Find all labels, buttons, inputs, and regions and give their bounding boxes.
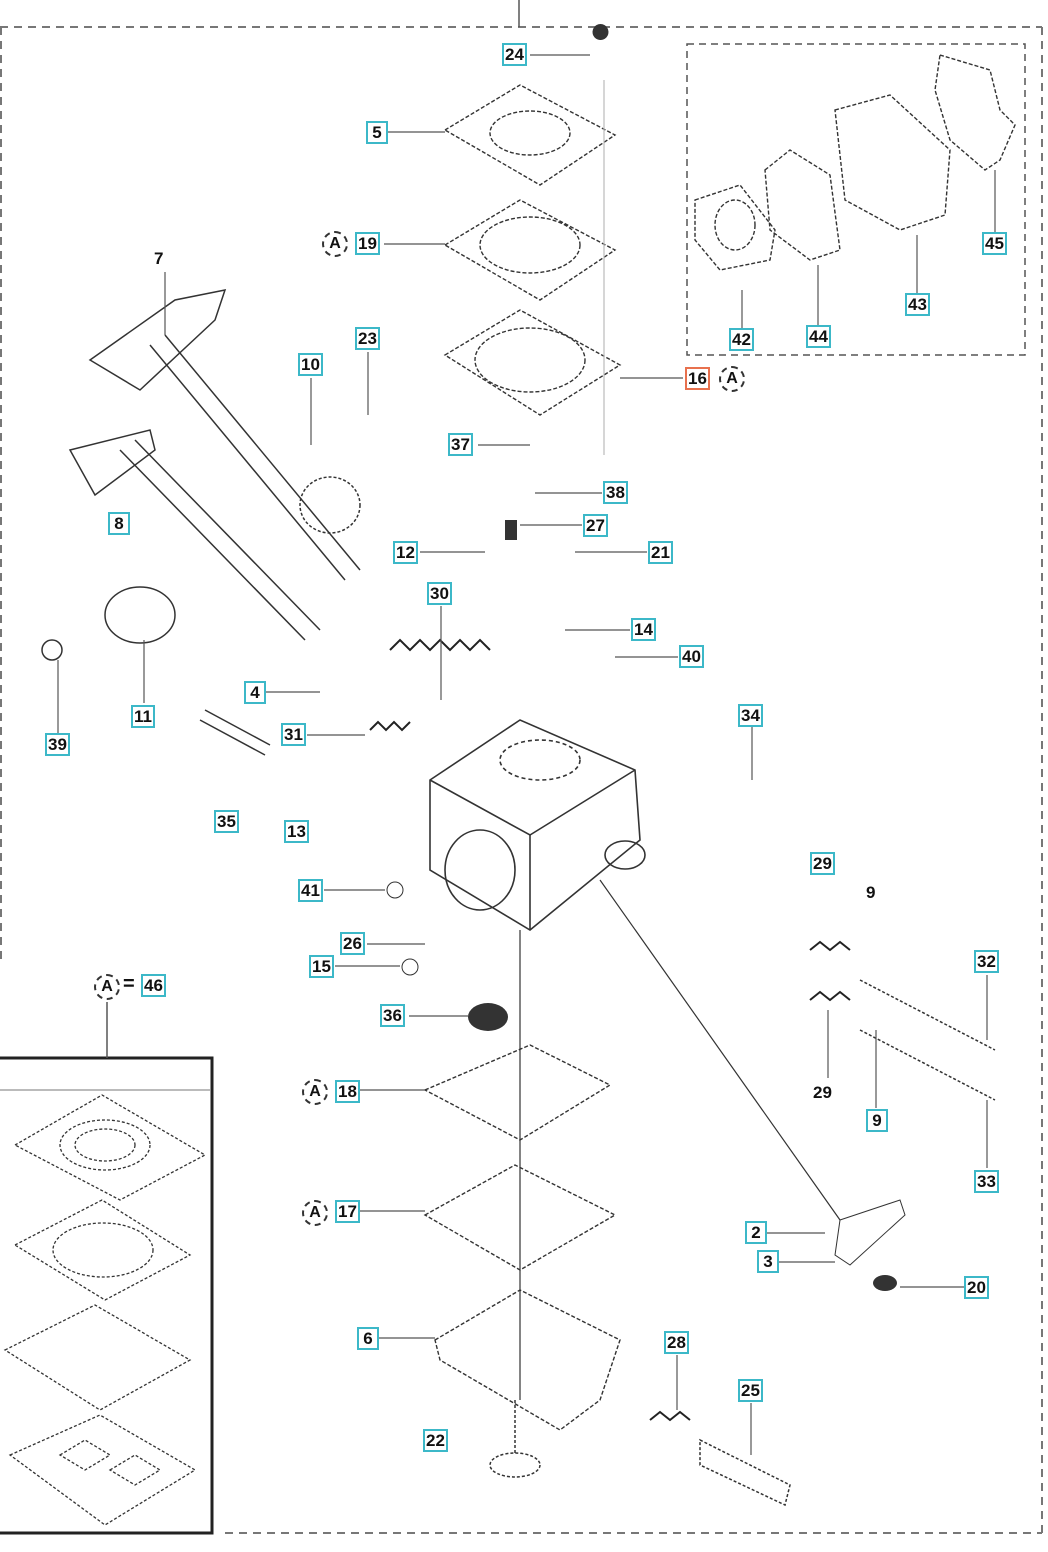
callout-14[interactable]: 14 bbox=[631, 618, 656, 641]
kit-marker-a: A bbox=[719, 366, 745, 392]
callout-43[interactable]: 43 bbox=[905, 293, 930, 316]
callout-40[interactable]: 40 bbox=[679, 645, 704, 668]
callout-6[interactable]: 6 bbox=[357, 1327, 379, 1350]
callout-10[interactable]: 10 bbox=[298, 353, 323, 376]
callout-21[interactable]: 21 bbox=[648, 541, 673, 564]
springs bbox=[369, 638, 851, 1422]
callout-23[interactable]: 23 bbox=[355, 327, 380, 350]
callout-42[interactable]: 42 bbox=[729, 328, 754, 351]
callout-46[interactable]: 46 bbox=[141, 974, 166, 997]
callout-29-b[interactable]: 29 bbox=[813, 1083, 832, 1102]
callout-17[interactable]: 17 bbox=[335, 1200, 360, 1223]
callout-9-b[interactable]: 9 bbox=[866, 1109, 888, 1132]
callout-26[interactable]: 26 bbox=[340, 932, 365, 955]
needles bbox=[489, 979, 996, 1507]
callout-7[interactable]: 7 bbox=[154, 249, 164, 268]
callout-20[interactable]: 20 bbox=[964, 1276, 989, 1299]
shafts bbox=[41, 289, 361, 756]
carburetor-body bbox=[429, 719, 646, 931]
intake-parts bbox=[694, 54, 1016, 271]
callout-9[interactable]: 9 bbox=[866, 883, 876, 902]
callout-38[interactable]: 38 bbox=[603, 481, 628, 504]
callout-13[interactable]: 13 bbox=[284, 820, 309, 843]
callout-18[interactable]: 18 bbox=[335, 1080, 360, 1103]
callout-31[interactable]: 31 bbox=[281, 723, 306, 746]
callout-44[interactable]: 44 bbox=[806, 325, 831, 348]
kit-marker-a: A bbox=[322, 231, 348, 257]
callout-28[interactable]: 28 bbox=[664, 1331, 689, 1354]
top-gaskets bbox=[443, 84, 622, 416]
intake-parts-frame bbox=[686, 43, 1026, 356]
callout-34[interactable]: 34 bbox=[738, 704, 763, 727]
callout-19[interactable]: 19 bbox=[355, 232, 380, 255]
callout-24[interactable]: 24 bbox=[502, 43, 527, 66]
callout-16-selected[interactable]: 16 bbox=[685, 367, 710, 390]
callout-39[interactable]: 39 bbox=[45, 733, 70, 756]
callout-15[interactable]: 15 bbox=[309, 955, 334, 978]
kit-marker-a: A bbox=[302, 1200, 328, 1226]
callout-33[interactable]: 33 bbox=[974, 1170, 999, 1193]
callout-12[interactable]: 12 bbox=[393, 541, 418, 564]
callout-27[interactable]: 27 bbox=[583, 514, 608, 537]
kit-gaskets bbox=[3, 1094, 207, 1526]
callout-29[interactable]: 29 bbox=[810, 852, 835, 875]
kit-legend-marker: A bbox=[94, 974, 120, 1000]
bottom-gaskets bbox=[423, 1044, 621, 1431]
small-parts bbox=[386, 24, 906, 1291]
callout-11[interactable]: 11 bbox=[131, 705, 155, 728]
kit-legend-equals: = bbox=[123, 973, 135, 995]
callout-2[interactable]: 2 bbox=[745, 1221, 767, 1244]
callout-41[interactable]: 41 bbox=[298, 879, 323, 902]
callout-4[interactable]: 4 bbox=[244, 681, 266, 704]
callout-37[interactable]: 37 bbox=[448, 433, 473, 456]
callout-22[interactable]: 22 bbox=[423, 1429, 448, 1452]
callout-8[interactable]: 8 bbox=[108, 512, 130, 535]
callout-5[interactable]: 5 bbox=[366, 121, 388, 144]
callout-30[interactable]: 30 bbox=[427, 582, 452, 605]
callout-36[interactable]: 36 bbox=[380, 1004, 405, 1027]
callout-3[interactable]: 3 bbox=[757, 1250, 779, 1273]
callout-32[interactable]: 32 bbox=[974, 950, 999, 973]
leader-lines bbox=[57, 54, 996, 1455]
outer-frame bbox=[0, 26, 1043, 1534]
callout-25[interactable]: 25 bbox=[738, 1379, 763, 1402]
callout-35[interactable]: 35 bbox=[214, 810, 239, 833]
callout-45[interactable]: 45 bbox=[982, 232, 1007, 255]
kit-marker-a: A bbox=[302, 1079, 328, 1105]
kit-box bbox=[0, 1002, 214, 1535]
